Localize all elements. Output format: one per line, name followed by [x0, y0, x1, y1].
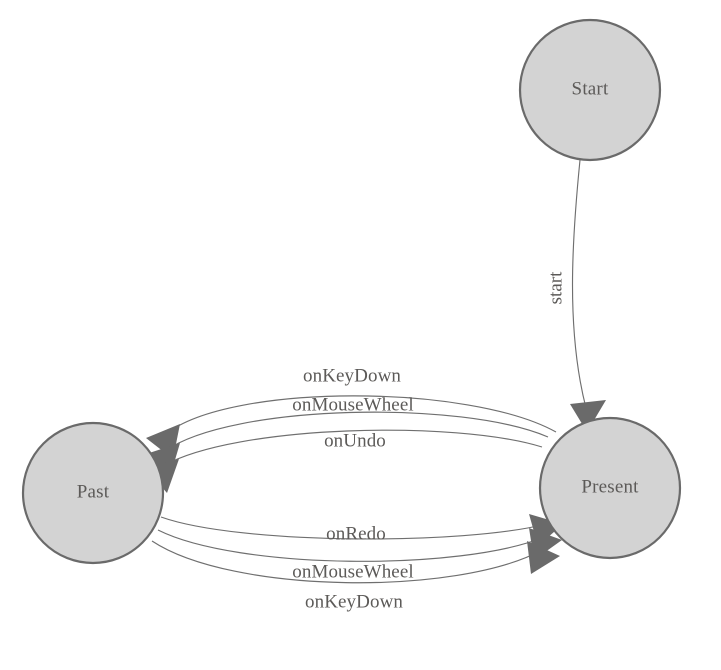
node-present-label: Present — [581, 476, 639, 497]
edge-past-to-present-onkeydown[interactable] — [151, 540, 560, 584]
edge-label-past-present-onredo: onRedo — [326, 523, 386, 544]
edge-label-past-present-onmousewheel: onMouseWheel — [292, 561, 414, 582]
node-present[interactable]: Present — [538, 416, 682, 560]
node-present-circle — [538, 416, 682, 560]
arrowhead-past-present-3 — [527, 541, 560, 574]
node-past-label: Past — [77, 481, 110, 502]
edge-label-start: start — [545, 271, 566, 304]
edge-path-past-present-1 — [160, 516, 547, 540]
arrowhead-start-present — [570, 400, 606, 432]
edge-path-present-past-1 — [165, 395, 557, 435]
node-past-circle — [21, 421, 165, 565]
edge-path-present-past-2 — [164, 411, 549, 452]
node-past[interactable]: Past — [21, 421, 165, 565]
edge-label-present-past-onmousewheel: onMouseWheel — [292, 394, 414, 415]
node-start-label: Start — [572, 78, 609, 99]
edge-path-past-present-2 — [157, 529, 545, 562]
node-start[interactable]: Start — [518, 18, 662, 162]
edge-path-present-past-3 — [162, 429, 543, 467]
edge-label-present-past-onkeydown: onKeyDown — [303, 365, 401, 386]
node-start-circle — [518, 18, 662, 162]
edge-path-start-present — [571, 159, 587, 409]
edge-label-present-past-onundo: onUndo — [324, 430, 386, 451]
edge-label-past-present-onkeydown: onKeyDown — [305, 591, 403, 612]
edge-path-past-present-3 — [151, 540, 543, 584]
edge-start-to-present[interactable] — [570, 159, 606, 432]
